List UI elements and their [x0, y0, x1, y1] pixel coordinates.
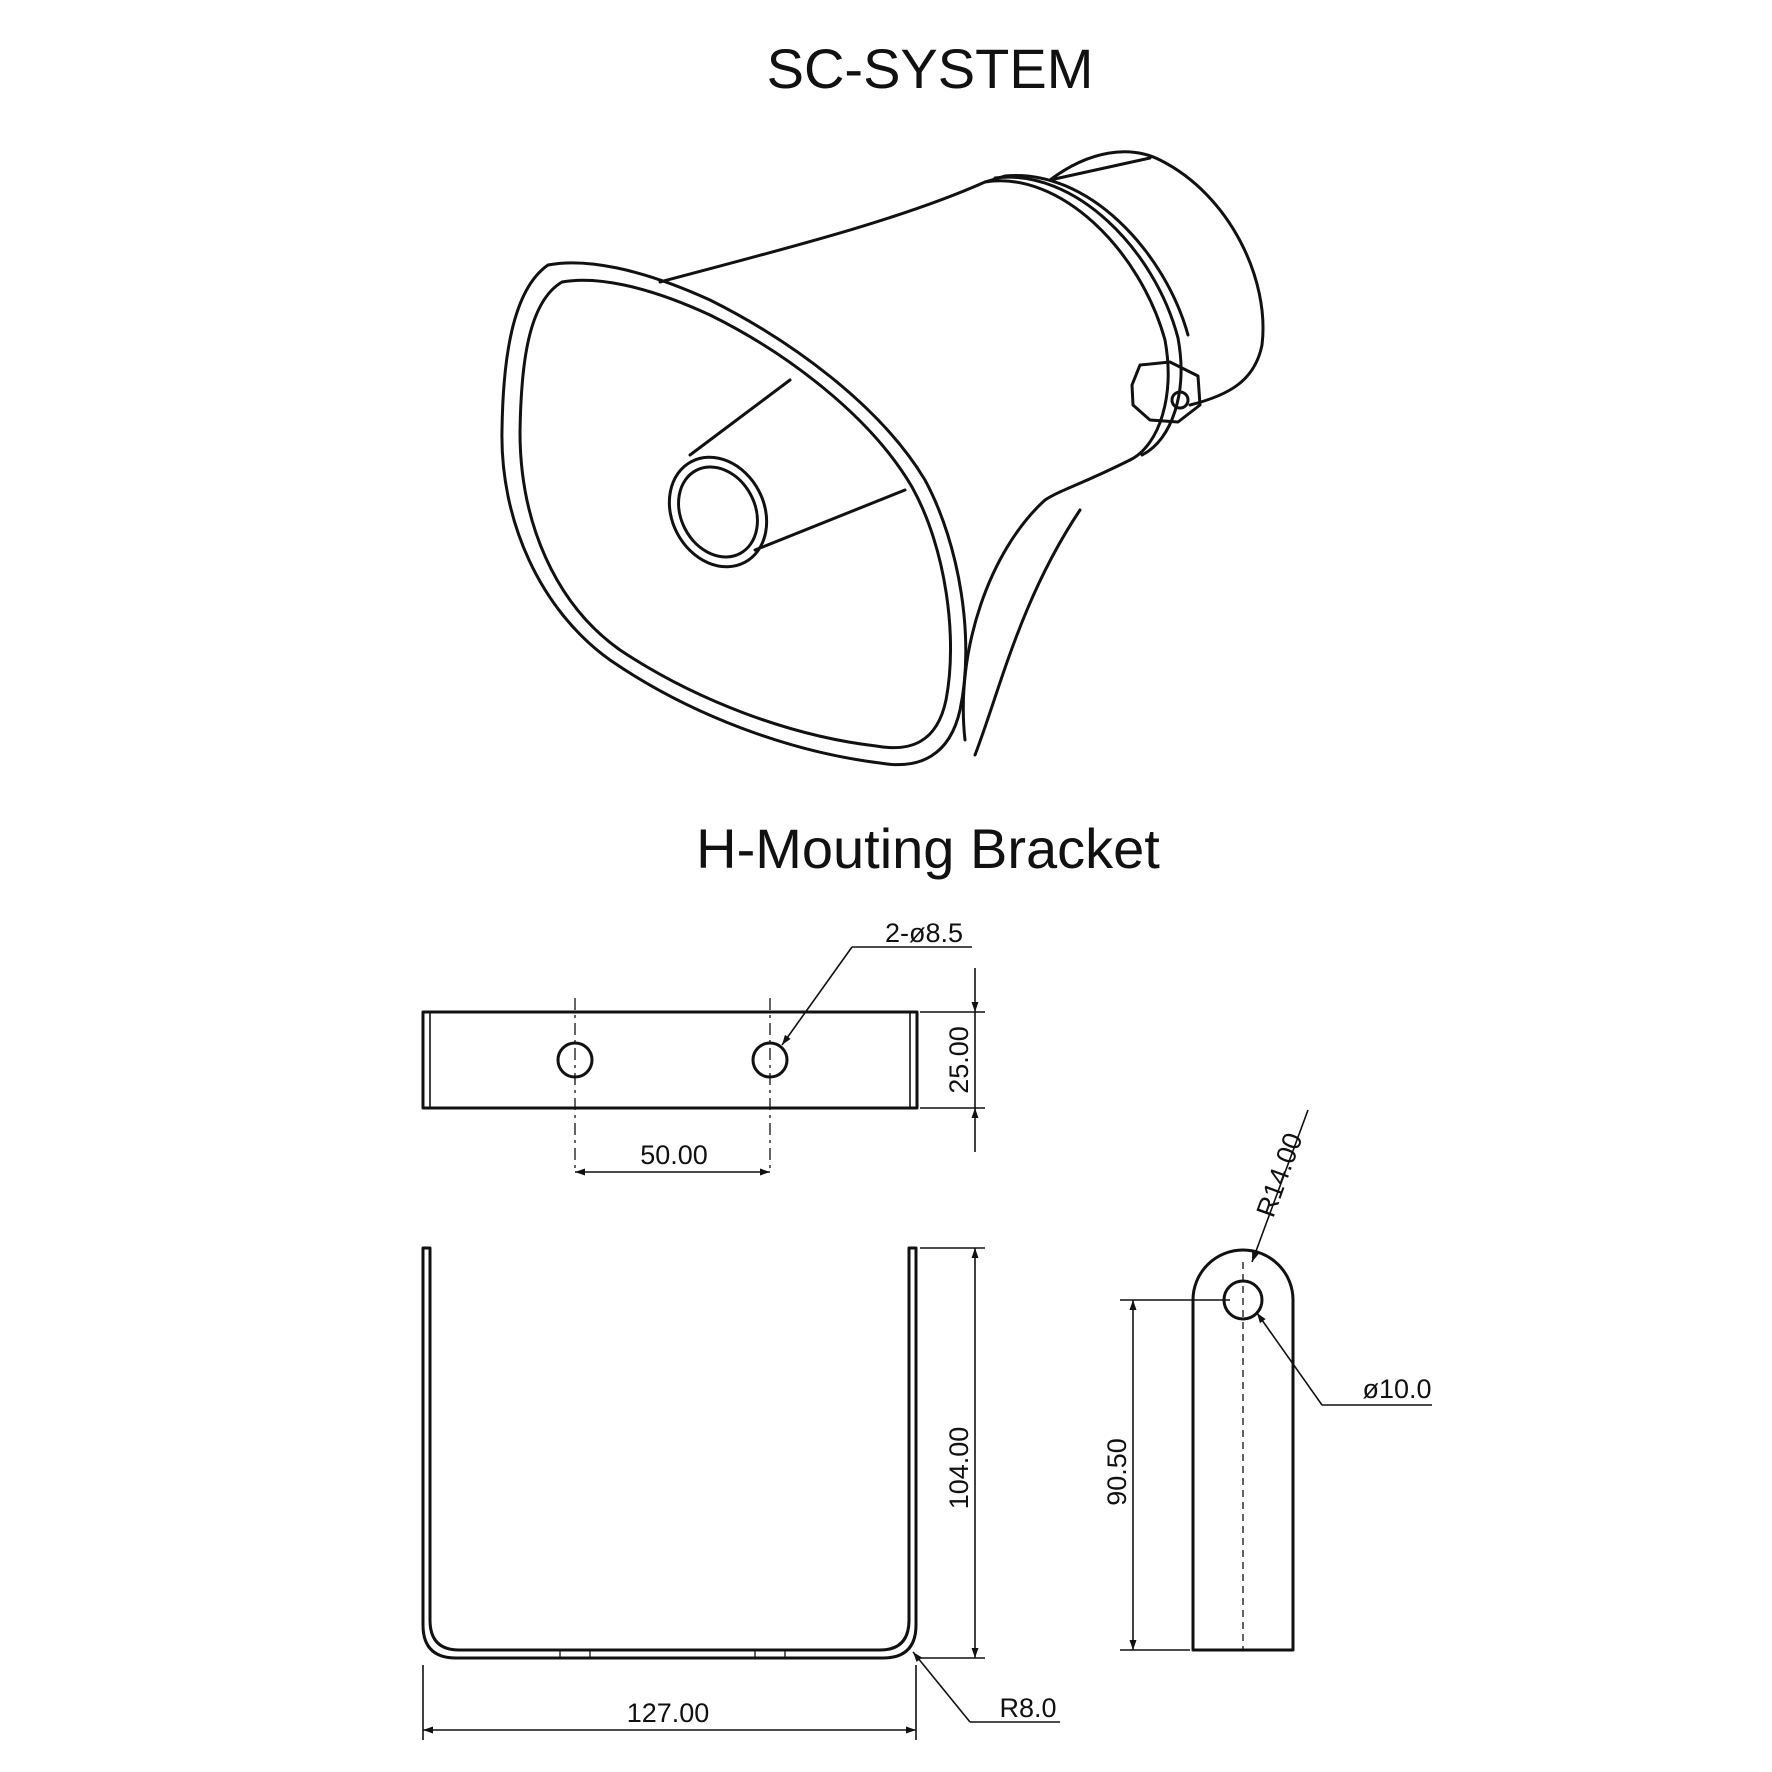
- hole-callout: 2-ø8.5: [781, 918, 972, 1046]
- bracket-side-view: [1191, 1248, 1295, 1652]
- dim-side-hole: ø10.0: [1362, 1374, 1431, 1404]
- bracket-title: H-Mouting Bracket: [696, 817, 1160, 880]
- dim-side-height-group: 90.50: [1102, 1299, 1230, 1651]
- dim-height-front: 104.00: [944, 1427, 974, 1510]
- dim-side-height: 90.50: [1102, 1438, 1132, 1506]
- dim-bend-radius: R8.0: [999, 1693, 1056, 1723]
- dim-height-front-group: 104.00: [920, 1247, 985, 1659]
- dim-holes: 2-ø8.5: [885, 918, 963, 948]
- dim-hole-spacing: 50.00: [640, 1140, 708, 1170]
- side-radius-callout: R14.00: [1251, 1109, 1309, 1263]
- side-hole-callout: ø10.0: [1256, 1312, 1432, 1406]
- product-title: SC-SYSTEM: [767, 37, 1094, 100]
- horn-speaker-illustration: [500, 150, 1265, 767]
- dim-width-front: 127.00: [627, 1698, 710, 1728]
- dim-height-top: 25.00: [944, 1026, 974, 1094]
- dim-side-radius: R14.00: [1251, 1129, 1309, 1221]
- bracket-front-view: [421, 1246, 918, 1660]
- dim-height-top-group: 25.00: [920, 968, 985, 1152]
- dim-width-front-group: 127.00: [422, 1665, 917, 1740]
- bend-radius-callout: R8.0: [912, 1651, 1060, 1723]
- bracket-top-view: [421, 998, 919, 1172]
- dim-hole-spacing-group: 50.00: [575, 1140, 770, 1176]
